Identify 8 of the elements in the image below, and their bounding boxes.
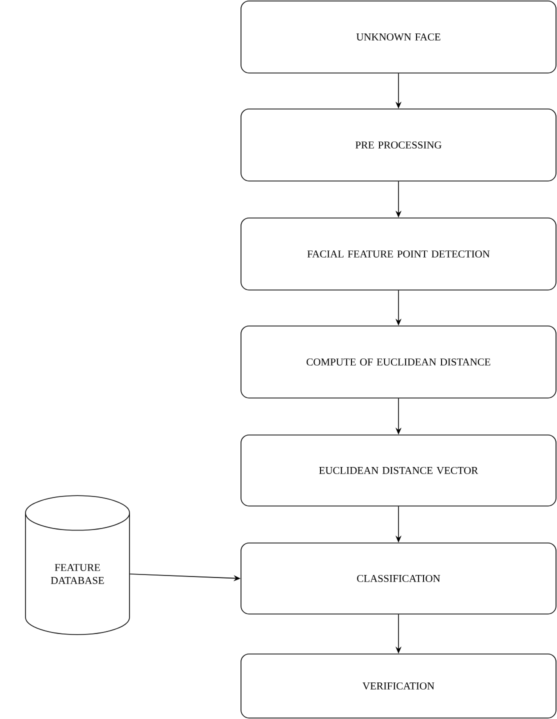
process-box: COMPUTE OF EUCLIDEAN DISTANCE	[240, 326, 556, 398]
process-box: EUCLIDEAN DISTANCE VECTOR	[240, 434, 556, 506]
process-box: FACIAL FEATURE POINT DETECTION	[240, 218, 556, 290]
process-box: UNKNOWN FACE	[240, 0, 556, 74]
database-cylinder: FEATURE DATABASE	[25, 495, 130, 636]
process-box: CLASSIFICATION	[240, 542, 556, 614]
process-box: PRE PROCESSING	[240, 108, 556, 182]
process-box: VERIFICATION	[240, 654, 556, 718]
